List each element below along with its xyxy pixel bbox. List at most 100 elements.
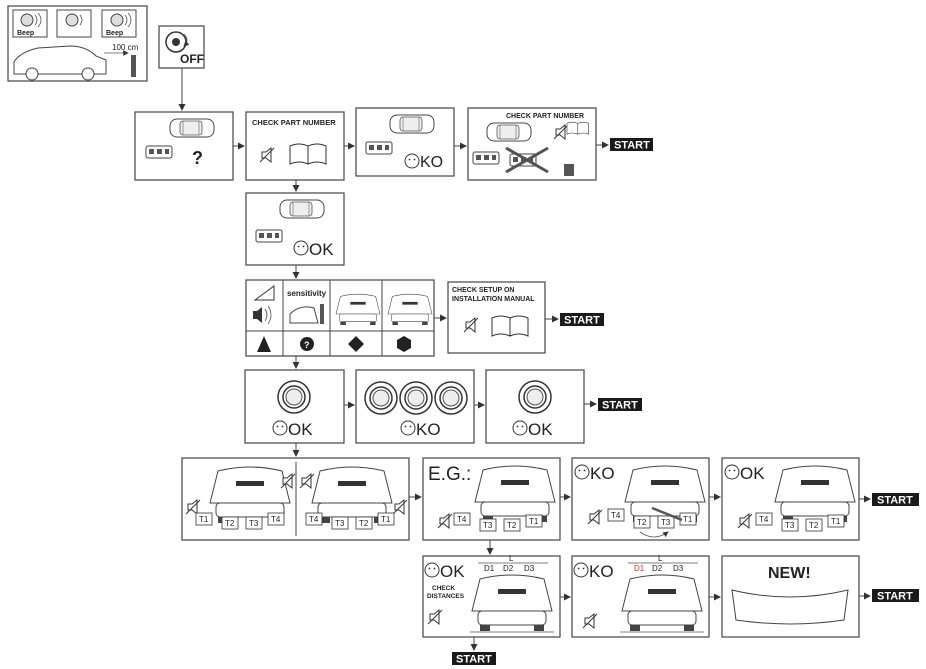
step-ko-box: KO xyxy=(355,107,455,177)
sensor-ring-icon xyxy=(434,381,468,415)
speaker-icon xyxy=(20,12,42,28)
ignition-off-icon xyxy=(165,31,190,53)
start-badge-3: START xyxy=(598,398,642,412)
ignition-off-box: OFF xyxy=(158,25,205,69)
car-icon xyxy=(486,122,532,142)
bumper-icon xyxy=(474,465,556,523)
beep-icon-group: Beep Beep xyxy=(12,9,137,38)
car-side-icon: 100 cm xyxy=(13,43,139,81)
start-label: START xyxy=(456,654,492,666)
start-badge-5: START xyxy=(452,652,496,666)
diamond-help-icon xyxy=(348,336,364,352)
step-question-box: ? xyxy=(134,111,234,181)
check-part-number-detail-box: CHECK PART NUMBER xyxy=(467,107,597,181)
sensor-ring-icon xyxy=(277,380,311,414)
start-label: START xyxy=(564,315,600,327)
question-mark: ? xyxy=(192,148,203,168)
t4-label: T4 xyxy=(457,515,467,524)
check-setup-label-line2: INSTALLATION MANUAL xyxy=(452,296,535,303)
wrong-order-ko-box: KO T4 T2 T3 T1 xyxy=(571,457,710,541)
t1-label: T1 xyxy=(381,515,391,524)
example-box: E.G.: T4 T3 T2 T1 xyxy=(422,457,561,541)
new-label: NEW! xyxy=(768,565,811,582)
start-label: START xyxy=(877,591,913,603)
face-icon xyxy=(404,153,420,169)
ring-ok-box: OK xyxy=(244,369,345,444)
sensor-ring-icon xyxy=(364,381,398,415)
car-icon xyxy=(389,114,435,134)
manual-book-icon xyxy=(491,315,529,337)
check-setup-box: CHECK SETUP ON INSTALLATION MANUAL xyxy=(447,281,546,354)
manual-book-icon xyxy=(566,121,589,135)
t4-label: T4 xyxy=(759,515,769,524)
bumper-icon xyxy=(471,574,553,632)
bumper-sensor-order-box: T1 T2 T3 T4 T4 T3 T2 T1 xyxy=(181,457,410,541)
volume-icon xyxy=(253,285,275,325)
help-mark: ? xyxy=(304,340,310,350)
check-part-number-label-2: CHECK PART NUMBER xyxy=(506,113,584,120)
t3-label: T3 xyxy=(335,519,345,528)
dim-d2: D2 xyxy=(503,564,514,573)
face-icon xyxy=(272,420,288,436)
start-badge-2: START xyxy=(560,313,604,327)
dim-d1: D1 xyxy=(634,564,645,573)
t3-label: T3 xyxy=(785,521,795,530)
t4-label: T4 xyxy=(309,515,319,524)
start-badge-4: START xyxy=(872,493,919,507)
check-distances-ok-box: OK CHECK DISTANCES L D1 D2 D3 xyxy=(422,554,561,638)
t1-label: T1 xyxy=(831,517,841,526)
sensor-icon xyxy=(365,141,393,155)
t2-label: T2 xyxy=(359,519,369,528)
bumper-icon xyxy=(387,293,433,326)
check-distances-line2: DISTANCES xyxy=(427,593,465,600)
ko-label: KO xyxy=(589,562,614,581)
t4-label: T4 xyxy=(271,515,281,524)
check-part-number-box: CHECK PART NUMBER xyxy=(245,111,345,181)
ring-ok-box-2: OK xyxy=(485,369,585,444)
ok-label: OK xyxy=(440,562,465,581)
t3-label: T3 xyxy=(661,518,671,527)
t2-label: T2 xyxy=(225,519,235,528)
face-icon xyxy=(574,464,590,480)
ko-label: KO xyxy=(590,464,615,483)
check-part-number-label: CHECK PART NUMBER xyxy=(252,118,336,127)
start-label: START xyxy=(614,140,650,152)
beep-label-3: Beep xyxy=(106,30,123,37)
t3-label: T3 xyxy=(483,521,493,530)
t1-label: T1 xyxy=(529,517,539,526)
sensor-icon xyxy=(472,151,500,165)
check-distances-line1: CHECK xyxy=(432,585,455,592)
start-badge-6: START xyxy=(872,589,919,603)
bumper-icon xyxy=(335,293,381,326)
warning-icon xyxy=(257,336,271,352)
dim-l: L xyxy=(658,554,663,563)
ok-label: OK xyxy=(528,420,553,439)
start-badge-1: START xyxy=(610,138,653,152)
ko-label: KO xyxy=(416,420,441,439)
bumper-icon xyxy=(774,465,856,523)
manual-book-icon xyxy=(289,143,327,165)
settings-grid: sensitivity ? xyxy=(245,279,435,357)
dim-d1: D1 xyxy=(484,564,495,573)
face-icon xyxy=(512,420,528,436)
t2-label: T2 xyxy=(637,518,647,527)
ok-label: OK xyxy=(309,240,334,259)
start-label: START xyxy=(602,400,638,412)
sensor-ring-icon xyxy=(518,380,552,414)
sensor-ring-icon xyxy=(399,381,433,415)
sensor-icon xyxy=(145,145,173,159)
dim-d3: D3 xyxy=(673,564,684,573)
face-icon xyxy=(400,420,416,436)
ko-label: KO xyxy=(420,154,443,171)
bumper-icon xyxy=(621,574,703,632)
sensitivity-car-icon xyxy=(289,304,324,324)
sensor-icon xyxy=(255,229,283,243)
t2-label: T2 xyxy=(507,521,517,530)
car-icon xyxy=(279,199,325,219)
dim-l: L xyxy=(509,554,514,563)
step-ok-box: OK xyxy=(245,192,345,266)
correct-order-ok-box: OK T4 T3 T2 T1 xyxy=(721,457,860,541)
sensitivity-label: sensitivity xyxy=(287,289,327,298)
distance-label: 100 cm xyxy=(112,43,139,52)
